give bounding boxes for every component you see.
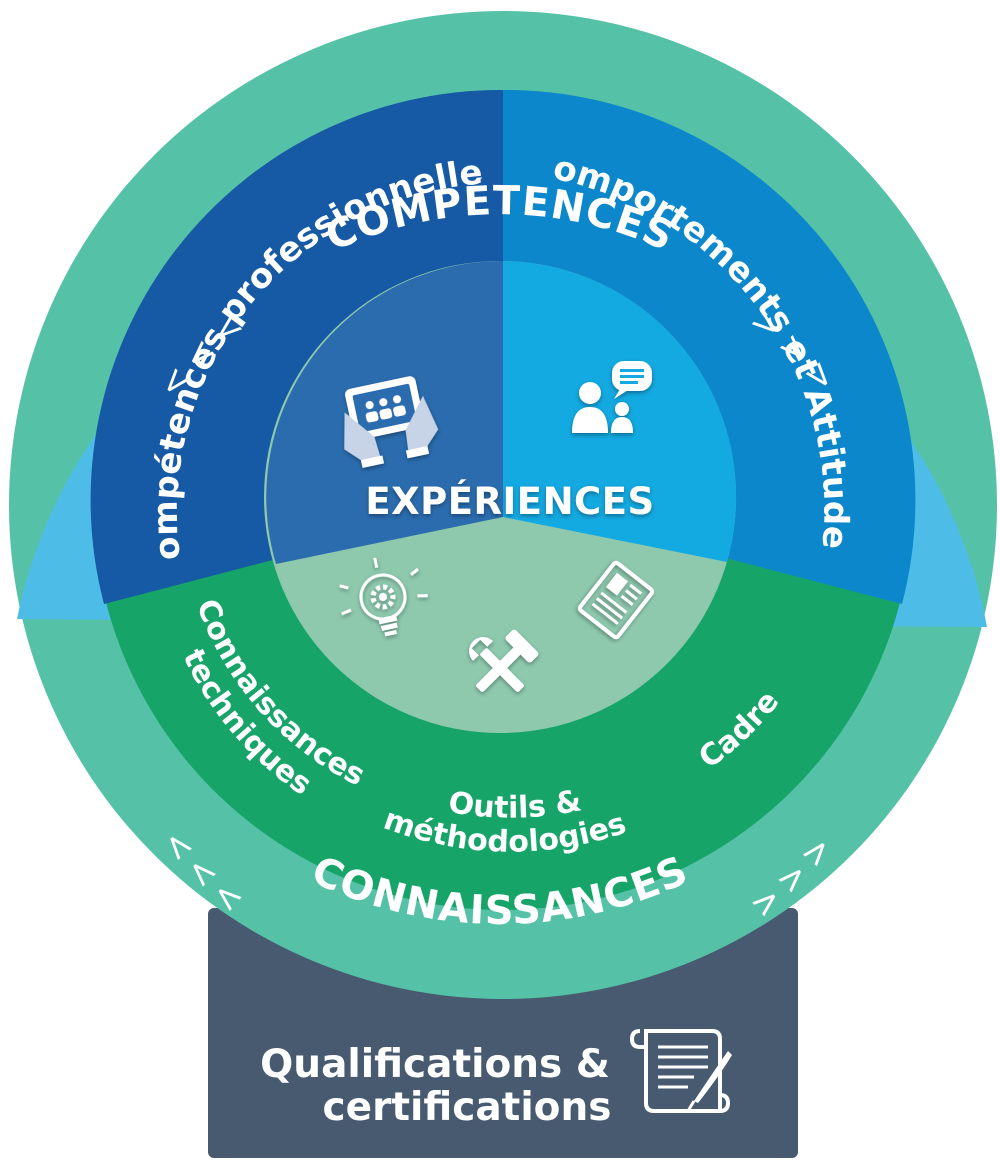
base-title-line-2: certifications <box>323 1085 612 1130</box>
lightbulb-gear-icon <box>339 557 428 637</box>
base-title-line-1: Qualifications & <box>260 1042 610 1087</box>
tools-icon <box>469 629 539 692</box>
document-icon <box>577 560 655 640</box>
scroll-quill-icon <box>629 1029 732 1113</box>
tablet-hands-icon <box>344 376 439 468</box>
center-title: EXPÉRIENCES <box>365 479 654 523</box>
people-chat-icon <box>572 361 652 433</box>
